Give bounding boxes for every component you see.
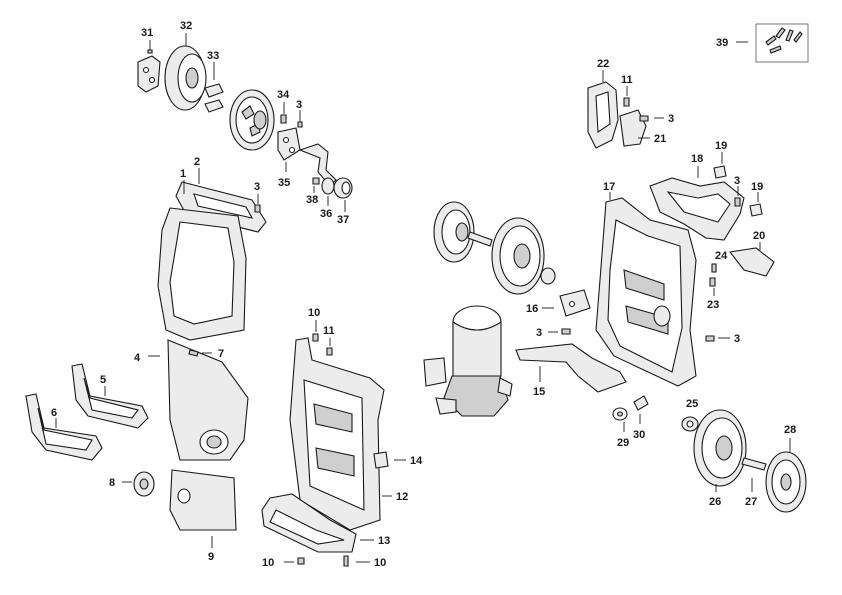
callout-3-bracket: 3: [734, 175, 740, 187]
part-1-frame: [157, 207, 247, 341]
part-6-trim: [25, 393, 103, 461]
callout-3-housing: 3: [734, 333, 740, 345]
callout-17: 17: [603, 181, 615, 193]
callout-7: 7: [218, 348, 224, 360]
part-13-base: [261, 493, 374, 553]
callout-28: 28: [784, 424, 796, 436]
part-19-plugs: [713, 152, 763, 217]
callout-33: 33: [207, 50, 219, 62]
callout-18: 18: [691, 153, 703, 165]
callout-6: 6: [51, 407, 57, 419]
part-38-36-37-knob: [312, 177, 353, 212]
part-39-screw-kit: [736, 23, 809, 63]
part-31-bracket: [137, 40, 161, 93]
callout-19-left: 19: [715, 140, 727, 152]
callout-13: 13: [378, 535, 390, 547]
callout-3-center: 3: [536, 327, 542, 339]
callout-19-right: 19: [751, 181, 763, 193]
callout-20: 20: [753, 230, 765, 242]
part-3-screw-center: [548, 328, 571, 335]
part-35-crank-bracket: [277, 110, 303, 172]
callout-11-center: 11: [323, 325, 335, 337]
callout-34: 34: [277, 89, 290, 101]
part-11-screw: [326, 338, 333, 356]
part-wheel-left: [491, 217, 556, 295]
part-10-screws-bottom: [284, 555, 370, 567]
callout-3-reel: 3: [296, 99, 302, 111]
part-29-30-washer-screw: [612, 395, 649, 432]
callout-8: 8: [109, 477, 115, 489]
callout-3-handle: 3: [254, 181, 260, 193]
callout-10-right: 10: [374, 557, 386, 569]
part-7-screw: [188, 349, 212, 357]
callout-2: 2: [194, 156, 200, 168]
callout-15: 15: [533, 386, 545, 398]
callout-30: 30: [633, 429, 645, 441]
part-26-wheel: [693, 409, 747, 492]
part-34-screw: [280, 102, 287, 124]
callout-14: 14: [410, 455, 423, 467]
part-18-handle-bracket: [649, 166, 745, 241]
part-20-cover: [728, 242, 775, 277]
callout-9: 9: [208, 551, 214, 563]
part-8-knob: [122, 471, 155, 497]
part-3-screw-handle: [254, 194, 261, 213]
part-14-clip: [373, 451, 406, 469]
part-33-clips: [204, 62, 224, 113]
part-27-axle: [741, 457, 767, 492]
callout-4: 4: [134, 352, 141, 364]
callout-16: 16: [526, 303, 538, 315]
callout-21: 21: [654, 133, 666, 145]
part-5-trim: [71, 363, 149, 429]
part-hub-cap-left: [433, 201, 493, 263]
callout-10-left: 10: [262, 557, 274, 569]
callout-27: 27: [745, 496, 757, 508]
callout-1: 1: [180, 168, 186, 180]
part-3-screw-housing-right: [705, 335, 730, 342]
callout-25: 25: [686, 398, 698, 410]
part-22-hook: [587, 70, 619, 149]
callout-23: 23: [707, 299, 719, 311]
part-24-23-screws: [709, 263, 717, 296]
part-2-handle: [175, 168, 267, 233]
part-25-nut: [681, 416, 699, 432]
callout-22: 22: [597, 58, 609, 70]
part-4-lower-shell: [148, 339, 249, 461]
part-10-screw-top: [312, 320, 319, 342]
callout-35: 35: [278, 177, 290, 189]
callout-12: 12: [396, 491, 408, 503]
part-reel-drum: [229, 89, 275, 151]
part-3-screw-right-top: [639, 115, 664, 122]
part-28-hub-cap: [765, 438, 807, 513]
callout-37: 37: [337, 214, 349, 226]
part-11-screw-right: [623, 86, 630, 107]
callout-10-top: 10: [308, 307, 320, 319]
callout-36: 36: [320, 208, 332, 220]
callout-26: 26: [709, 496, 721, 508]
callout-5: 5: [100, 374, 106, 386]
part-12-rear-frame: [289, 337, 392, 531]
part-15-plate: [515, 343, 627, 393]
part-17-housing: [595, 192, 697, 387]
callout-39: 39: [716, 37, 728, 49]
callout-11-right: 11: [621, 74, 633, 86]
part-16-bracket: [542, 289, 591, 317]
callout-38: 38: [306, 194, 318, 206]
part-motor-pump: [423, 305, 513, 417]
callout-31: 31: [141, 27, 153, 39]
callout-29: 29: [617, 437, 629, 449]
part-32-reel-hub: [164, 33, 207, 111]
part-21-bracket: [619, 109, 650, 147]
callout-24: 24: [715, 250, 728, 262]
part-9-panel: [169, 469, 237, 548]
callout-3-hook: 3: [668, 113, 674, 125]
part-crank-handle: [298, 143, 337, 187]
callout-32: 32: [180, 20, 192, 32]
part-3-screw-handle-right: [734, 186, 741, 207]
